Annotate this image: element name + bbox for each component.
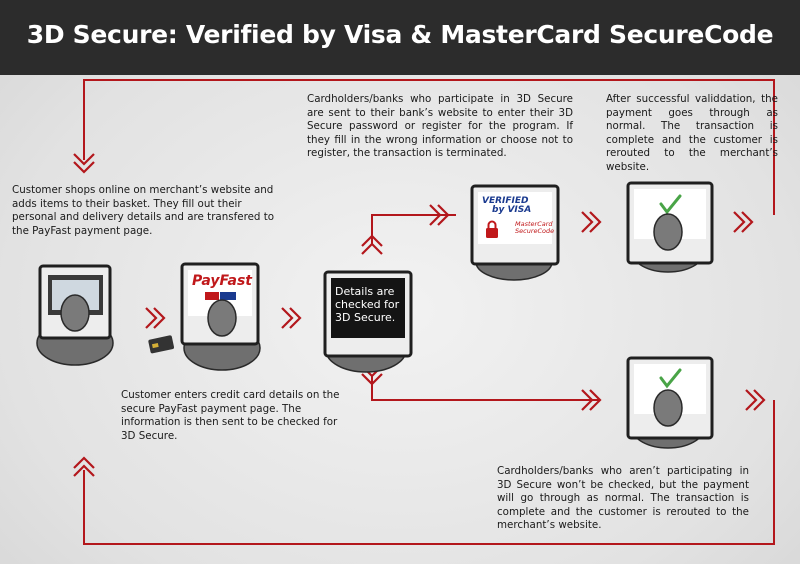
checkmark-icon	[659, 194, 682, 215]
top-return-line	[83, 79, 775, 215]
mastercard-text: MasterCard	[515, 220, 553, 228]
by-visa-text: by VISA	[492, 205, 532, 215]
lower-branch-line	[371, 375, 600, 401]
securecode-text: SecureCode	[515, 227, 555, 235]
step-participating-text: Cardholders/banks who participate in 3D …	[307, 93, 573, 160]
double-chevron-icon	[145, 307, 166, 329]
bottom-return-line	[83, 400, 775, 545]
step-success-text: After successful validdation, the paymen…	[606, 93, 778, 173]
page-title: 3D Secure: Verified by Visa & MasterCard…	[26, 20, 774, 49]
chevron-down-icon	[73, 153, 95, 174]
checkmark-icon	[659, 368, 682, 389]
double-chevron-icon	[745, 389, 766, 411]
person-payment-success-nonparticipant	[626, 356, 714, 449]
double-chevron-icon	[733, 211, 754, 233]
person-payment-success	[626, 181, 714, 273]
double-chevron-icon	[581, 211, 602, 233]
title-bar: 3D Secure: Verified by Visa & MasterCard…	[0, 0, 800, 75]
chevron-up-icon	[73, 456, 95, 477]
chevron-up-icon	[361, 234, 383, 255]
padlock-icon	[486, 220, 498, 238]
step-enter-card-text: Customer enters credit card details on t…	[121, 389, 340, 442]
check-screen-label: Details are checked for 3D Secure.	[335, 285, 400, 324]
person-bank-verification	[470, 184, 560, 281]
person-customer-shopping	[36, 264, 114, 366]
double-chevron-icon	[281, 307, 302, 329]
double-chevron-icon	[429, 204, 450, 226]
person-customer-paying	[148, 262, 261, 371]
person-details-checked	[323, 270, 413, 373]
flow-arrows	[73, 153, 766, 477]
step-non-participating-text: Cardholders/banks who aren’t participati…	[497, 465, 749, 532]
verified-text: VERIFIED	[482, 196, 529, 206]
verified-by-visa-logo: VERIFIED by VISA	[482, 197, 546, 215]
payfast-logo: PayFast	[192, 273, 252, 289]
mastercard-securecode-logo: MasterCard SecureCode	[515, 221, 565, 235]
step-shop-text: Customer shops online on merchant’s webs…	[12, 184, 275, 237]
double-chevron-icon	[581, 389, 602, 411]
credit-card-icon	[148, 335, 175, 354]
